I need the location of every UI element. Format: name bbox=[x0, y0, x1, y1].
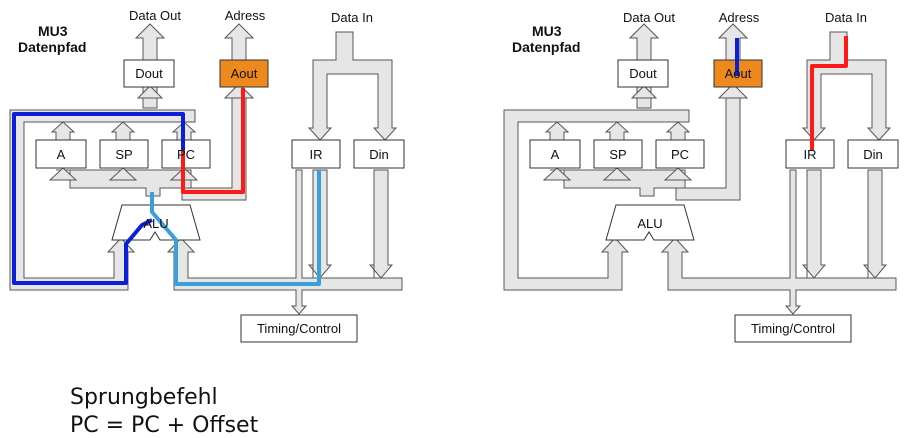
right-data-out-label: Data Out bbox=[623, 10, 675, 25]
right-title-line2: Datenpfad bbox=[512, 39, 580, 55]
blue-path bbox=[12, 112, 185, 285]
right-dout-label: Dout bbox=[629, 66, 657, 81]
right-timing-label: Timing/Control bbox=[751, 321, 835, 336]
right-data-in-label: Data In bbox=[825, 10, 867, 25]
right-sp-label: SP bbox=[609, 147, 626, 162]
left-datapath: MU3 Datenpfad Data Out Adress Data In Do… bbox=[9, 8, 405, 343]
right-adress-label: Adress bbox=[719, 10, 760, 25]
left-title-line1: MU3 bbox=[38, 23, 68, 39]
left-timing-label: Timing/Control bbox=[257, 321, 341, 336]
left-din-label: Din bbox=[369, 147, 389, 162]
left-a-label: A bbox=[57, 147, 66, 162]
left-data-in-label: Data In bbox=[331, 10, 373, 25]
left-title-line2: Datenpfad bbox=[18, 39, 86, 55]
left-aout-label: Aout bbox=[231, 66, 258, 81]
right-aout-label: Aout bbox=[725, 66, 752, 81]
right-din-label: Din bbox=[863, 147, 883, 162]
right-ir-label: IR bbox=[804, 147, 817, 162]
left-sp-label: SP bbox=[115, 147, 132, 162]
caption-line1: Sprungbefehl bbox=[70, 385, 218, 410]
right-datapath: MU3 Datenpfad Data Out Adress Data In Do… bbox=[503, 10, 899, 343]
left-dout-label: Dout bbox=[135, 66, 163, 81]
right-title-line1: MU3 bbox=[532, 23, 562, 39]
left-pc-label: PC bbox=[177, 147, 195, 162]
left-alu-label: ALU bbox=[143, 216, 168, 231]
left-data-out-label: Data Out bbox=[129, 8, 181, 23]
red-datain-path bbox=[810, 36, 848, 150]
right-pc-label: PC bbox=[671, 147, 689, 162]
left-adress-label: Adress bbox=[225, 8, 266, 23]
left-ir-label: IR bbox=[310, 147, 323, 162]
lightblue-path bbox=[150, 170, 321, 286]
red-path bbox=[181, 88, 245, 194]
caption-line2: PC = PC + Offset bbox=[70, 413, 259, 438]
right-alu-label: ALU bbox=[637, 216, 662, 231]
right-a-label: A bbox=[551, 147, 560, 162]
